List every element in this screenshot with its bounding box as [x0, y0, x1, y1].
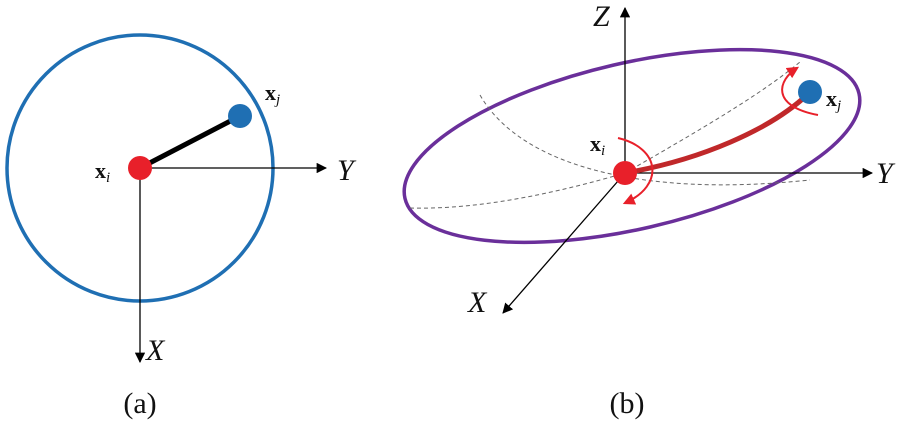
panel-b-rotation-arrow-j: [781, 66, 819, 116]
panel-b-label-i-main: x: [590, 131, 601, 156]
panel-a-link: [138, 113, 242, 171]
panel-a-label-i-sub: i: [106, 170, 110, 186]
panel-b-dashed-curve-lower: [409, 172, 626, 209]
panel-b-dashed-guide: [624, 61, 801, 174]
panel-b-label-j-main: x: [826, 86, 837, 111]
panel-b-point-j: [798, 80, 822, 104]
panel-a-x-label: X: [145, 334, 166, 367]
panel-b-label-i: xi: [590, 131, 605, 159]
panel-a-label-j-sub: j: [274, 92, 280, 108]
panel-b: Z Y X xi xj (b): [402, 0, 896, 420]
panel-b-dashed-curve-upper: [479, 94, 811, 186]
panel-a-label-j: xj: [265, 80, 280, 108]
panel-b-point-i: [613, 161, 637, 185]
panel-a-caption: (a): [123, 387, 156, 420]
panel-b-boundary-ellipse: [402, 47, 862, 245]
panel-a-point-j: [228, 104, 252, 128]
panel-a-label-i-main: x: [95, 158, 106, 183]
panel-a: Y X xi xj (a): [5, 33, 357, 420]
panel-b-caption: (b): [610, 387, 645, 420]
panel-b-rotation-arrow-i: [617, 137, 654, 205]
panel-a-label-j-main: x: [265, 80, 276, 105]
panel-a-point-i: [128, 156, 152, 180]
panel-b-y-label: Y: [876, 157, 896, 190]
panel-a-label-i: xi: [95, 158, 110, 186]
panel-a-y-label: Y: [337, 154, 357, 187]
panel-b-z-label: Z: [593, 0, 610, 33]
panel-b-label-j-sub: j: [835, 98, 841, 114]
panel-b-link: [624, 92, 810, 176]
panel-b-label-i-sub: i: [601, 143, 605, 159]
panel-b-label-j: xj: [826, 86, 841, 114]
panel-b-x-label: X: [467, 286, 488, 319]
panel-b-x-axis: [502, 172, 626, 314]
